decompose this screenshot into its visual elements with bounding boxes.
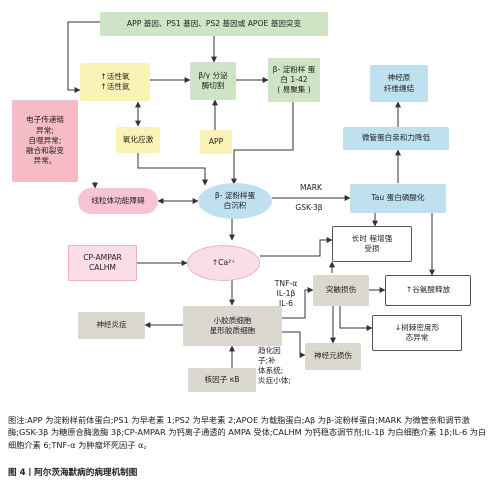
- ltp-impaired-box: 长时 程增强 受损: [332, 226, 412, 262]
- neuroinflammation-box: 神经炎症: [78, 312, 145, 339]
- microglia-astrocyte-box: 小胶质细胞 星形胶质细胞: [183, 306, 282, 346]
- nf-kb-box: 核因子 κB: [188, 368, 256, 392]
- mito-dysfunction-box: 线粒体功能障碍: [78, 188, 158, 214]
- mark-label: MARK: [299, 183, 322, 192]
- synaptic-damage-box: 突触损伤: [313, 275, 369, 306]
- arrow-microglia-to-neuron: [282, 331, 306, 358]
- figure-note: 图注:APP 为淀粉样前体蛋白;PS1 为早老素 1;PS2 为早老素 2;AP…: [8, 415, 487, 450]
- arrow-layer: [67, 21, 435, 368]
- arrow-abeta42-to-deposit: [231, 102, 294, 185]
- arrow-gene-to-radicals: [67, 21, 100, 93]
- cp-ampar-box: CP-AMPAR CALHM: [68, 245, 137, 281]
- glutamate-release-box: ↑谷氨酸释放: [385, 275, 471, 306]
- figure-title: 图 4丨阿尔茨海默病的病理机制图: [8, 468, 138, 478]
- secretase-box: β/γ 分泌 酶切割: [190, 62, 236, 100]
- arrow-synaptic-to-dendritic: [339, 306, 373, 331]
- arrow-oxidative-to-deposit: [137, 153, 208, 186]
- oxidative-stress-box: 氧化应激: [116, 127, 160, 153]
- electron-chain-box: 电子传递链 异常; 自噬异常; 融合和裂变 异常。: [12, 100, 78, 182]
- abeta-deposit-box: β- 淀粉样蛋 白沉积: [198, 183, 272, 219]
- neurofibrillary-tangles-box: 神经原 纤维缠结: [370, 65, 428, 102]
- arrow-ca-to-ltp: [260, 237, 333, 257]
- neuron-damage-box: 神经元损伤: [305, 343, 361, 370]
- calcium-ellipse: ↑Ca²⁺: [187, 245, 260, 281]
- inflammatory-factors-label: 趋化因 子;补 体系统; 炎症小体;: [258, 346, 291, 385]
- pathology-diagram: APP 基因、PS1 基因、PS2 基因或 APOE 基因突变 ↑活性氧 ↑活性…: [12, 12, 471, 392]
- dendritic-spine-box: ↓树棘密度形 态异常: [372, 315, 462, 351]
- free-radical-box: ↑活性氧 ↑活性氮: [80, 63, 150, 101]
- app-box: APP: [200, 130, 232, 154]
- gene-mutation-box: APP 基因、PS1 基因、PS2 基因或 APOE 基因突变: [100, 12, 328, 36]
- microtubule-affinity-box: 微管蛋白亲和力降低: [343, 127, 449, 150]
- arrow-microglia-to-synaptic: [282, 287, 314, 319]
- abeta-1-42-box: β- 淀粉样 蛋 白 1-42 ( 易聚集 ): [268, 58, 320, 102]
- cytokines-label: TNF-α IL-1β IL-6: [274, 279, 298, 308]
- gsk3b-label: GSK-3β: [295, 203, 323, 212]
- tau-phosphorylation-box: Tau 蛋白磷酸化: [350, 184, 446, 213]
